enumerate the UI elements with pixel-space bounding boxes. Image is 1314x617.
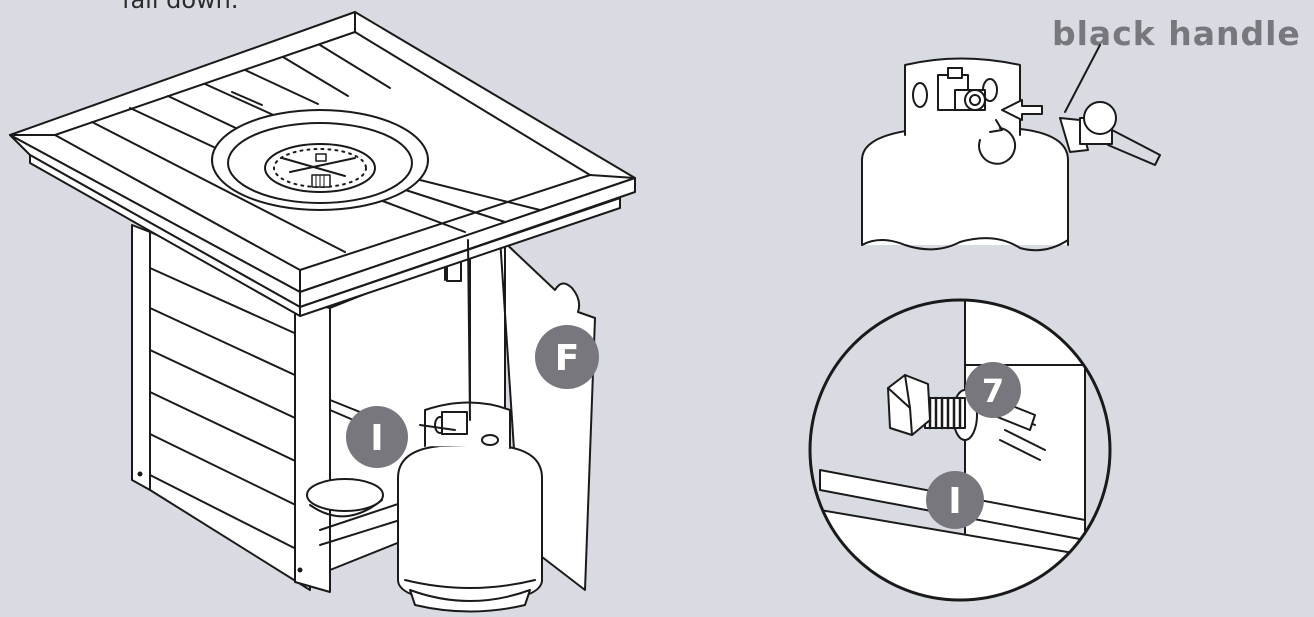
valve-detail-illustration <box>861 44 1161 252</box>
callout-i-badge-main <box>346 406 408 468</box>
callout-f-text: F <box>555 338 580 379</box>
callout-i-text-detail: I <box>948 481 961 522</box>
callout-i-badge-detail <box>926 471 984 529</box>
propane-tank <box>397 239 543 613</box>
burner-bowl <box>211 109 429 211</box>
bolt-detail-illustration <box>808 298 1112 602</box>
left-side-panel <box>131 224 331 593</box>
black-handle-label: black handle <box>1052 14 1301 53</box>
callout-7-badge <box>965 362 1021 418</box>
callout-f-badge <box>535 325 599 389</box>
callout-7-text: 7 <box>982 372 1004 410</box>
callout-i-text-main: I <box>370 418 383 459</box>
instruction-text-fragment: fall down. <box>122 0 239 14</box>
fire-table-illustration <box>9 11 636 613</box>
